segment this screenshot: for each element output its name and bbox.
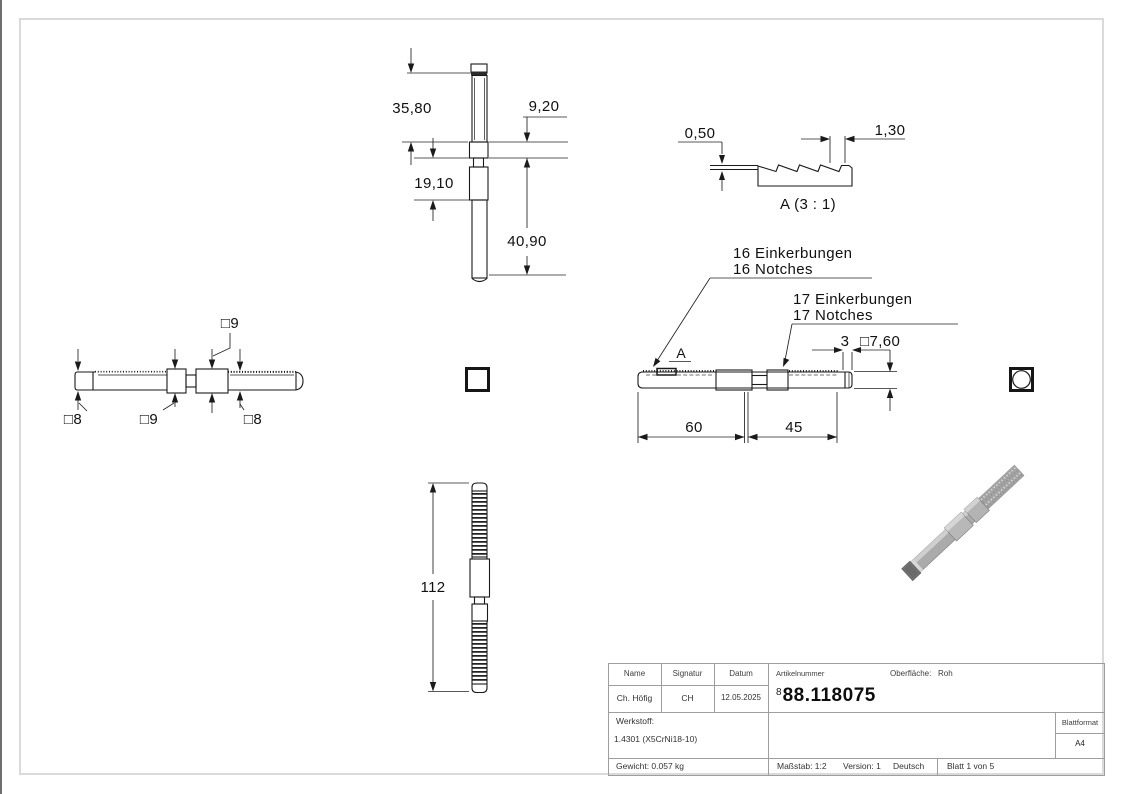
tb-datum-value: 12.05.2025 [720,693,762,702]
tb-blatt: Blatt 1 von 5 [947,761,995,771]
dim-35-80: 35,80 [392,100,432,117]
front-view: 35,80 19,10 9,20 40,90 [392,48,568,283]
tb-name-value: Ch. Höfig [616,693,653,703]
tb-massstab: Maßstab: 1:2 [777,761,827,771]
callout-16-en: 16 Notches [733,261,813,278]
tb-signatur-label: Signatur [672,669,703,678]
dim-sq9-top: □9 [221,315,239,332]
plan-view: A 16 Einkerbungen 16 Notches 17 Einkerbu… [637,245,958,443]
dim-1-30: 1,30 [875,122,906,139]
callout-17-en: 17 Notches [793,307,873,324]
tb-werkstoff-label: Werkstoff: [616,716,654,726]
sheet-border-frame [19,18,1104,775]
detail-label: A (3 : 1) [780,196,836,213]
tb-artikel-number: 88.118075 [782,685,876,706]
dim-sq8-left: □8 [64,411,82,428]
dim-sq9-bottom: □9 [140,411,158,428]
tb-gewicht: Gewicht: 0.057 kg [616,761,685,771]
callout-17-de: 17 Einkerbungen [793,291,912,308]
tb-artikelnummer-value: 888.118075 [776,685,876,707]
tb-datum-label: Datum [729,669,753,678]
tb-artikelnummer-label: Artikelnummer [776,669,825,678]
tb-sprache: Deutsch [893,761,925,771]
dim-sq8-right: □8 [244,411,262,428]
dim-45: 45 [785,419,803,436]
dim-60: 60 [685,419,703,436]
end-view-square-circle [1009,367,1034,392]
callout-16-de: 16 Einkerbungen [733,245,852,262]
dim-9-20: 9,20 [529,98,560,115]
title-block: Name Signatur Datum Artikelnummer Oberfl… [608,663,1105,776]
length-view: 112 [420,482,491,694]
tb-name-label: Name [623,669,646,678]
iso-view [901,464,1025,582]
tb-signatur-value: CH [681,693,694,703]
dim-19-10: 19,10 [414,175,454,192]
window-left-edge [0,0,2,794]
tb-oberflaeche-value: Roh [938,669,953,678]
tb-werkstoff-value: 1.4301 (X5CrNi18-10) [614,734,698,744]
detail-view-a: 0,50 1,30 A (3 : 1) [678,122,905,213]
tb-blattformat-value: A4 [1075,739,1085,748]
dim-40-90: 40,90 [507,233,547,250]
tb-version: Version: 1 [843,761,881,771]
tb-artikel-sup: 8 [776,687,782,698]
tb-oberflaeche-label: Oberfläche: [890,669,932,678]
detail-marker-label: A [676,345,686,361]
tb-blattformat-label: Blattformat [1061,718,1099,727]
end-view-square [465,367,490,392]
dim-112: 112 [420,579,445,596]
side-view: □8 □9 □8 □9 [64,315,304,428]
dim-0-50: 0,50 [685,125,716,142]
dim-3: 3 [841,333,850,350]
dim-sq-7-60: □7,60 [860,333,900,350]
